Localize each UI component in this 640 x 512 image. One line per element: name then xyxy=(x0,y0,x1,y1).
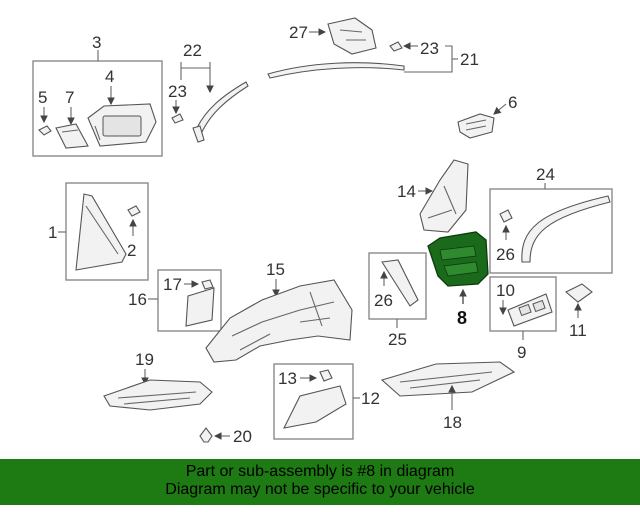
part-11-switch xyxy=(565,283,593,303)
part-27-bracket xyxy=(327,17,377,55)
callout-12: 12 xyxy=(361,389,380,408)
callout-10: 10 xyxy=(496,281,515,300)
callout-23-left: 23 xyxy=(168,82,187,101)
parts-diagram: 3 4 5 7 22 23 27 23 21 6 1 xyxy=(32,17,613,446)
part-21-roof-rail xyxy=(267,62,405,79)
callout-25: 25 xyxy=(388,330,407,349)
part-16-panel xyxy=(185,287,215,327)
part-15-console xyxy=(205,279,353,363)
callout-26-left: 26 xyxy=(374,291,393,310)
callout-17: 17 xyxy=(163,275,182,294)
callout-20: 20 xyxy=(233,427,252,446)
callout-8: 8 xyxy=(457,308,467,328)
group-16-box xyxy=(157,269,222,332)
part-25-trim xyxy=(381,259,419,307)
callout-23-right: 23 xyxy=(420,39,439,58)
part-1-pillar-trim xyxy=(75,193,127,271)
part-14-bracket xyxy=(419,159,469,233)
callout-9: 9 xyxy=(517,343,526,362)
callout-14: 14 xyxy=(397,182,416,201)
callout-24: 24 xyxy=(536,165,555,184)
part-9-switch-panel xyxy=(507,293,553,327)
part-6-vent xyxy=(457,113,495,139)
part-8-highlighted xyxy=(427,231,489,287)
part-24-pillar-trim xyxy=(521,195,611,263)
callout-19: 19 xyxy=(135,350,154,369)
callout-16: 16 xyxy=(128,290,147,309)
part-4-bezel xyxy=(87,103,157,147)
part-20-clip xyxy=(199,427,213,443)
part-23-clip-right xyxy=(389,41,403,52)
callout-26-right: 26 xyxy=(496,245,515,264)
callout-13: 13 xyxy=(278,369,297,388)
part-22-pillar-trim xyxy=(195,81,249,135)
part-18-carpet xyxy=(380,361,516,397)
callout-5: 5 xyxy=(38,88,47,107)
banner-line-2: Diagram may not be specific to your vehi… xyxy=(165,481,475,498)
callout-11: 11 xyxy=(569,321,587,340)
callout-6: 6 xyxy=(508,93,517,112)
part-19-insulator xyxy=(103,379,213,411)
group-12-box xyxy=(273,363,354,440)
banner-line-1: Part or sub-assembly is #8 in diagram xyxy=(185,463,455,480)
callout-2: 2 xyxy=(127,241,136,260)
callout-4: 4 xyxy=(105,67,114,86)
part-7-bracket xyxy=(55,123,89,149)
callout-15: 15 xyxy=(266,260,285,279)
group-24-box xyxy=(489,188,613,274)
part-23-clip-left xyxy=(171,113,184,124)
callout-21: 21 xyxy=(460,50,479,69)
callout-7: 7 xyxy=(65,88,74,107)
callout-3: 3 xyxy=(92,33,101,52)
callout-18: 18 xyxy=(443,413,462,432)
part-12-cover xyxy=(283,385,347,429)
callout-1: 1 xyxy=(48,223,57,242)
callout-27: 27 xyxy=(289,23,308,42)
info-banner: Part or sub-assembly is #8 in diagram Di… xyxy=(0,459,640,505)
callout-22: 22 xyxy=(183,41,202,60)
part-5-clip xyxy=(38,125,52,136)
part-2-clip xyxy=(127,205,141,217)
